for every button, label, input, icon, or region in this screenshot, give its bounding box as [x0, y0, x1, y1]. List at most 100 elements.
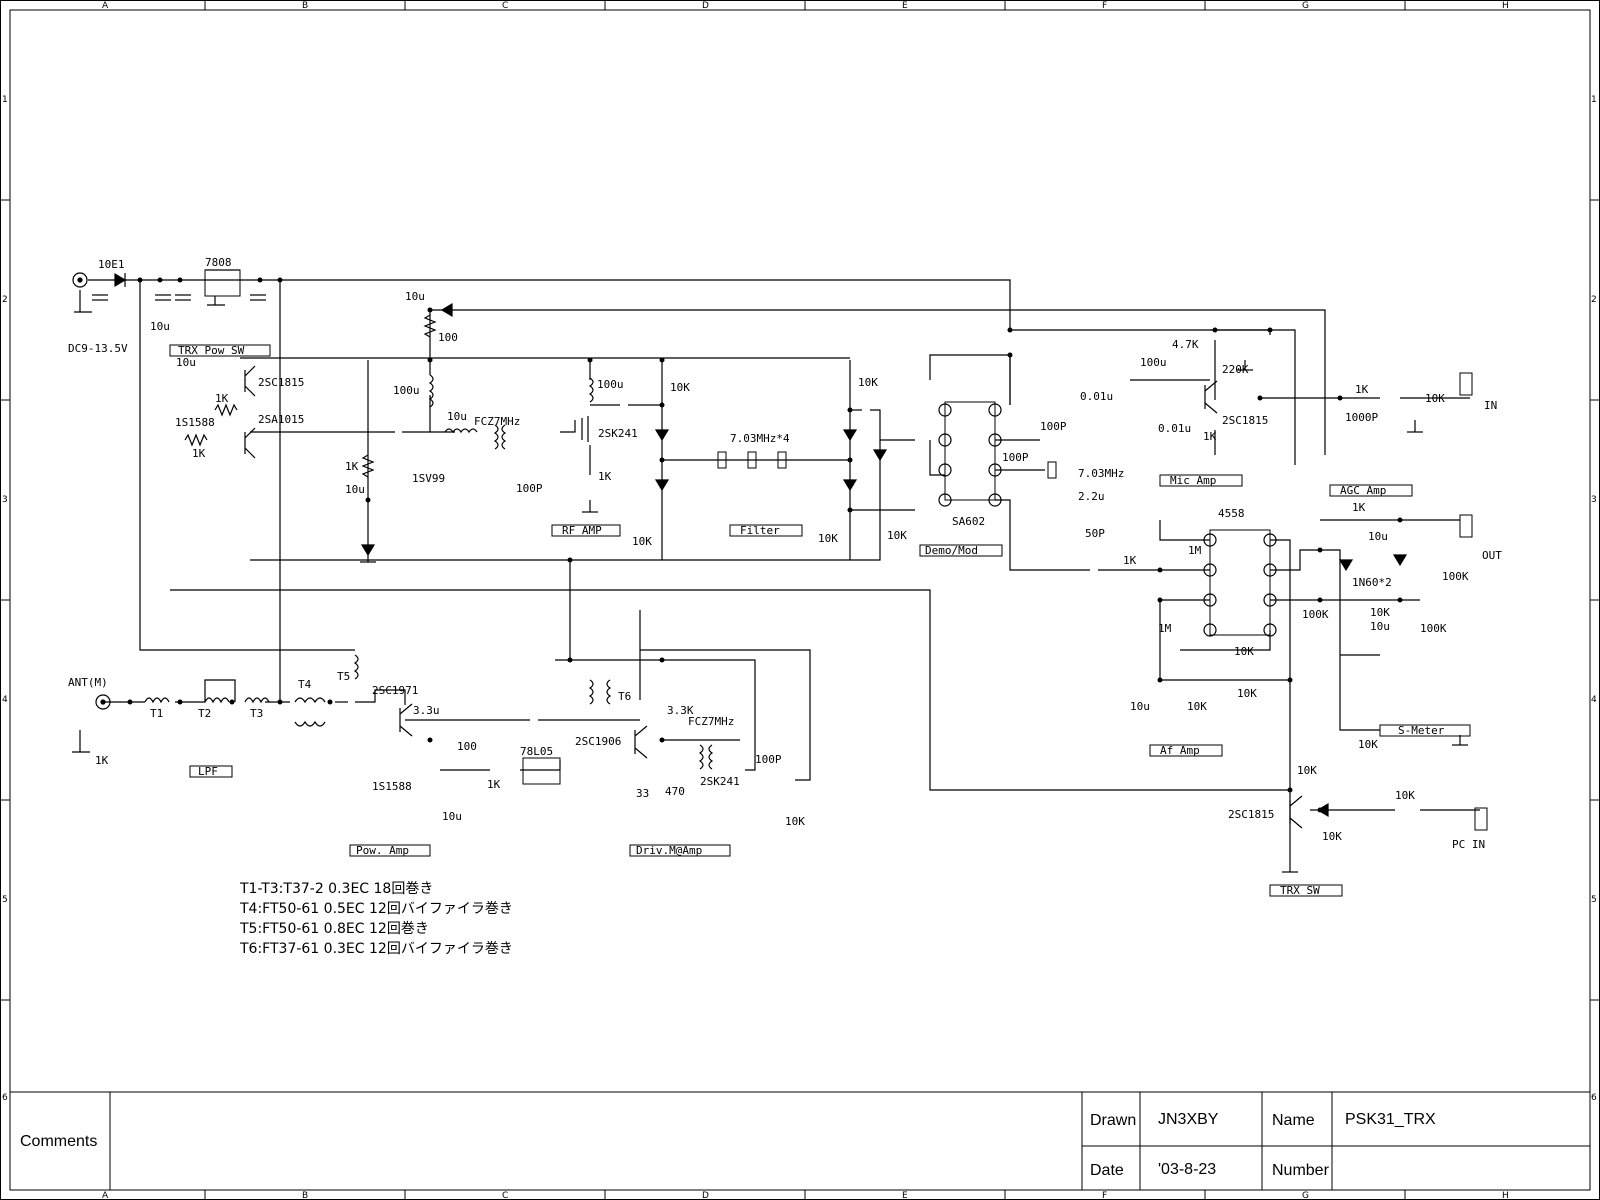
winding-notes: T1-T3:T37-2 0.3EC 18回巻き T4:FT50-61 0.5EC…	[239, 881, 513, 957]
label-pc-in: PC IN	[1452, 838, 1485, 851]
junction-dots	[127, 277, 1403, 813]
inductor-t3	[244, 697, 270, 704]
label-100p-a: 100P	[516, 482, 543, 495]
label-1k-e: 1K	[1123, 554, 1137, 567]
label-10u-g: 10u	[1368, 530, 1388, 543]
label-10u-a: 10u	[150, 320, 170, 333]
label-10k-m: 10K	[1395, 789, 1415, 802]
label-100u-c: 100u	[1140, 356, 1167, 369]
label-001u-b: 0.01u	[1158, 422, 1191, 435]
crystal-3	[777, 451, 787, 469]
label-1s1588-a: 1S1588	[175, 416, 215, 429]
label-10k-k: 10K	[1358, 738, 1378, 751]
label-78l05: 78L05	[520, 745, 553, 758]
block-af-amp: Af Amp	[1160, 744, 1200, 757]
col-label-c: C	[502, 1, 508, 11]
row-label-1-right: 1	[1591, 95, 1597, 105]
label-10u-b: 10u	[176, 356, 196, 369]
label-10k-h: 10K	[1234, 645, 1254, 658]
resistor-1k-horizontal	[214, 403, 238, 417]
inductor-10u	[444, 428, 478, 434]
col-label-c-bottom: C	[502, 1191, 508, 1200]
crystal-1	[717, 451, 727, 469]
label-100p-d: 100P	[755, 753, 782, 766]
label-3k3: 3.3K	[667, 704, 694, 717]
label-1m-b: 1M	[1158, 622, 1172, 635]
block-rf-amp: RF AMP	[562, 524, 602, 537]
component-labels: DC9-13.5V ANT(M) IN OUT PC IN 10E1 7808 …	[68, 256, 1502, 851]
col-label-g-bottom: G	[1302, 1191, 1309, 1200]
label-xtal-filter: 7.03MHz*4	[730, 432, 790, 445]
block-agc-amp: AGC Amp	[1340, 484, 1386, 497]
label-10k-c: 10K	[858, 376, 878, 389]
label-t6: T6	[618, 690, 631, 703]
title-block	[10, 1091, 1590, 1190]
row-label-4: 4	[2, 695, 8, 705]
resistor-1k-sw	[184, 433, 208, 447]
label-10k-a: 10K	[670, 381, 690, 394]
label-fcz-b: FCZ7MHz	[688, 715, 734, 728]
row-label-3: 3	[2, 495, 8, 505]
label-100u-b: 100u	[597, 378, 624, 391]
label-2sk241-a: 2SK241	[598, 427, 638, 440]
name-label: Name	[1272, 1112, 1315, 1129]
col-label-d-bottom: D	[702, 1191, 709, 1200]
comments-label: Comments	[20, 1133, 97, 1150]
label-2sc1906: 2SC1906	[575, 735, 621, 748]
label-10k-j: 10K	[1187, 700, 1207, 713]
block-trx-sw: TRX SW	[1280, 884, 1320, 897]
label-33: 33	[636, 787, 649, 800]
antenna-jack-symbol	[95, 694, 111, 710]
col-label-f-bottom: F	[1102, 1191, 1107, 1200]
label-1k-b: 1K	[192, 447, 206, 460]
label-1k-f: 1K	[1355, 383, 1369, 396]
label-100-b: 100	[457, 740, 477, 753]
label-10e1: 10E1	[98, 258, 125, 271]
components	[72, 269, 1488, 873]
row-label-3-right: 3	[1591, 495, 1597, 505]
label-l-10u: 10u	[447, 410, 467, 423]
label-1k-a: 1K	[215, 392, 229, 405]
inductor-100u-a	[428, 374, 434, 408]
crystal-2	[747, 451, 757, 469]
label-sa602: SA602	[952, 515, 985, 528]
transformer-t6	[588, 679, 612, 705]
row-label-5: 5	[2, 895, 8, 905]
col-label-b-bottom: B	[302, 1191, 308, 1200]
label-50p: 50P	[1085, 527, 1105, 540]
label-1sv99: 1SV99	[412, 472, 445, 485]
jack-pc-in	[1474, 807, 1488, 831]
label-1k-j: 1K	[1203, 430, 1217, 443]
inductor-100u-b	[588, 377, 594, 403]
label-10k-e: 10K	[887, 529, 907, 542]
regulator-7808	[204, 269, 241, 297]
note-t1-t3: T1-T3:T37-2 0.3EC 18回巻き	[239, 881, 433, 897]
label-dc-in: DC9-13.5V	[68, 342, 128, 355]
row-label-4-right: 4	[1591, 695, 1597, 705]
col-label-h-bottom: H	[1502, 1191, 1509, 1200]
label-2sc1815-a: 2SC1815	[258, 376, 304, 389]
label-1s1588-b: 1S1588	[372, 780, 412, 793]
label-10k-i: 10K	[1237, 687, 1257, 700]
block-driv-amp: Driv.M@Amp	[636, 844, 702, 857]
row-label-2: 2	[2, 295, 8, 305]
block-s-meter: S-Meter	[1398, 724, 1445, 737]
name-value: PSK31_TRX	[1345, 1111, 1436, 1128]
label-1k-i: 1K	[1352, 501, 1366, 514]
label-220k: 220K	[1222, 363, 1249, 376]
drawn-label: Drawn	[1090, 1112, 1136, 1129]
col-label-f: F	[1102, 1, 1107, 11]
dc-jack-symbol	[72, 272, 88, 288]
block-pow-amp: Pow. Amp	[356, 844, 409, 857]
resistor-100	[423, 314, 437, 338]
row-label-1: 1	[2, 95, 8, 105]
block-lpf: LPF	[198, 765, 218, 778]
col-label-b: B	[302, 1, 308, 11]
label-100p-c: 100P	[1002, 451, 1029, 464]
block-filter: Filter	[740, 524, 780, 537]
transformer-fcz-b	[698, 744, 714, 770]
diode-10e1	[114, 272, 127, 288]
col-label-a: A	[102, 1, 109, 11]
label-10k-f: 10K	[1425, 392, 1445, 405]
